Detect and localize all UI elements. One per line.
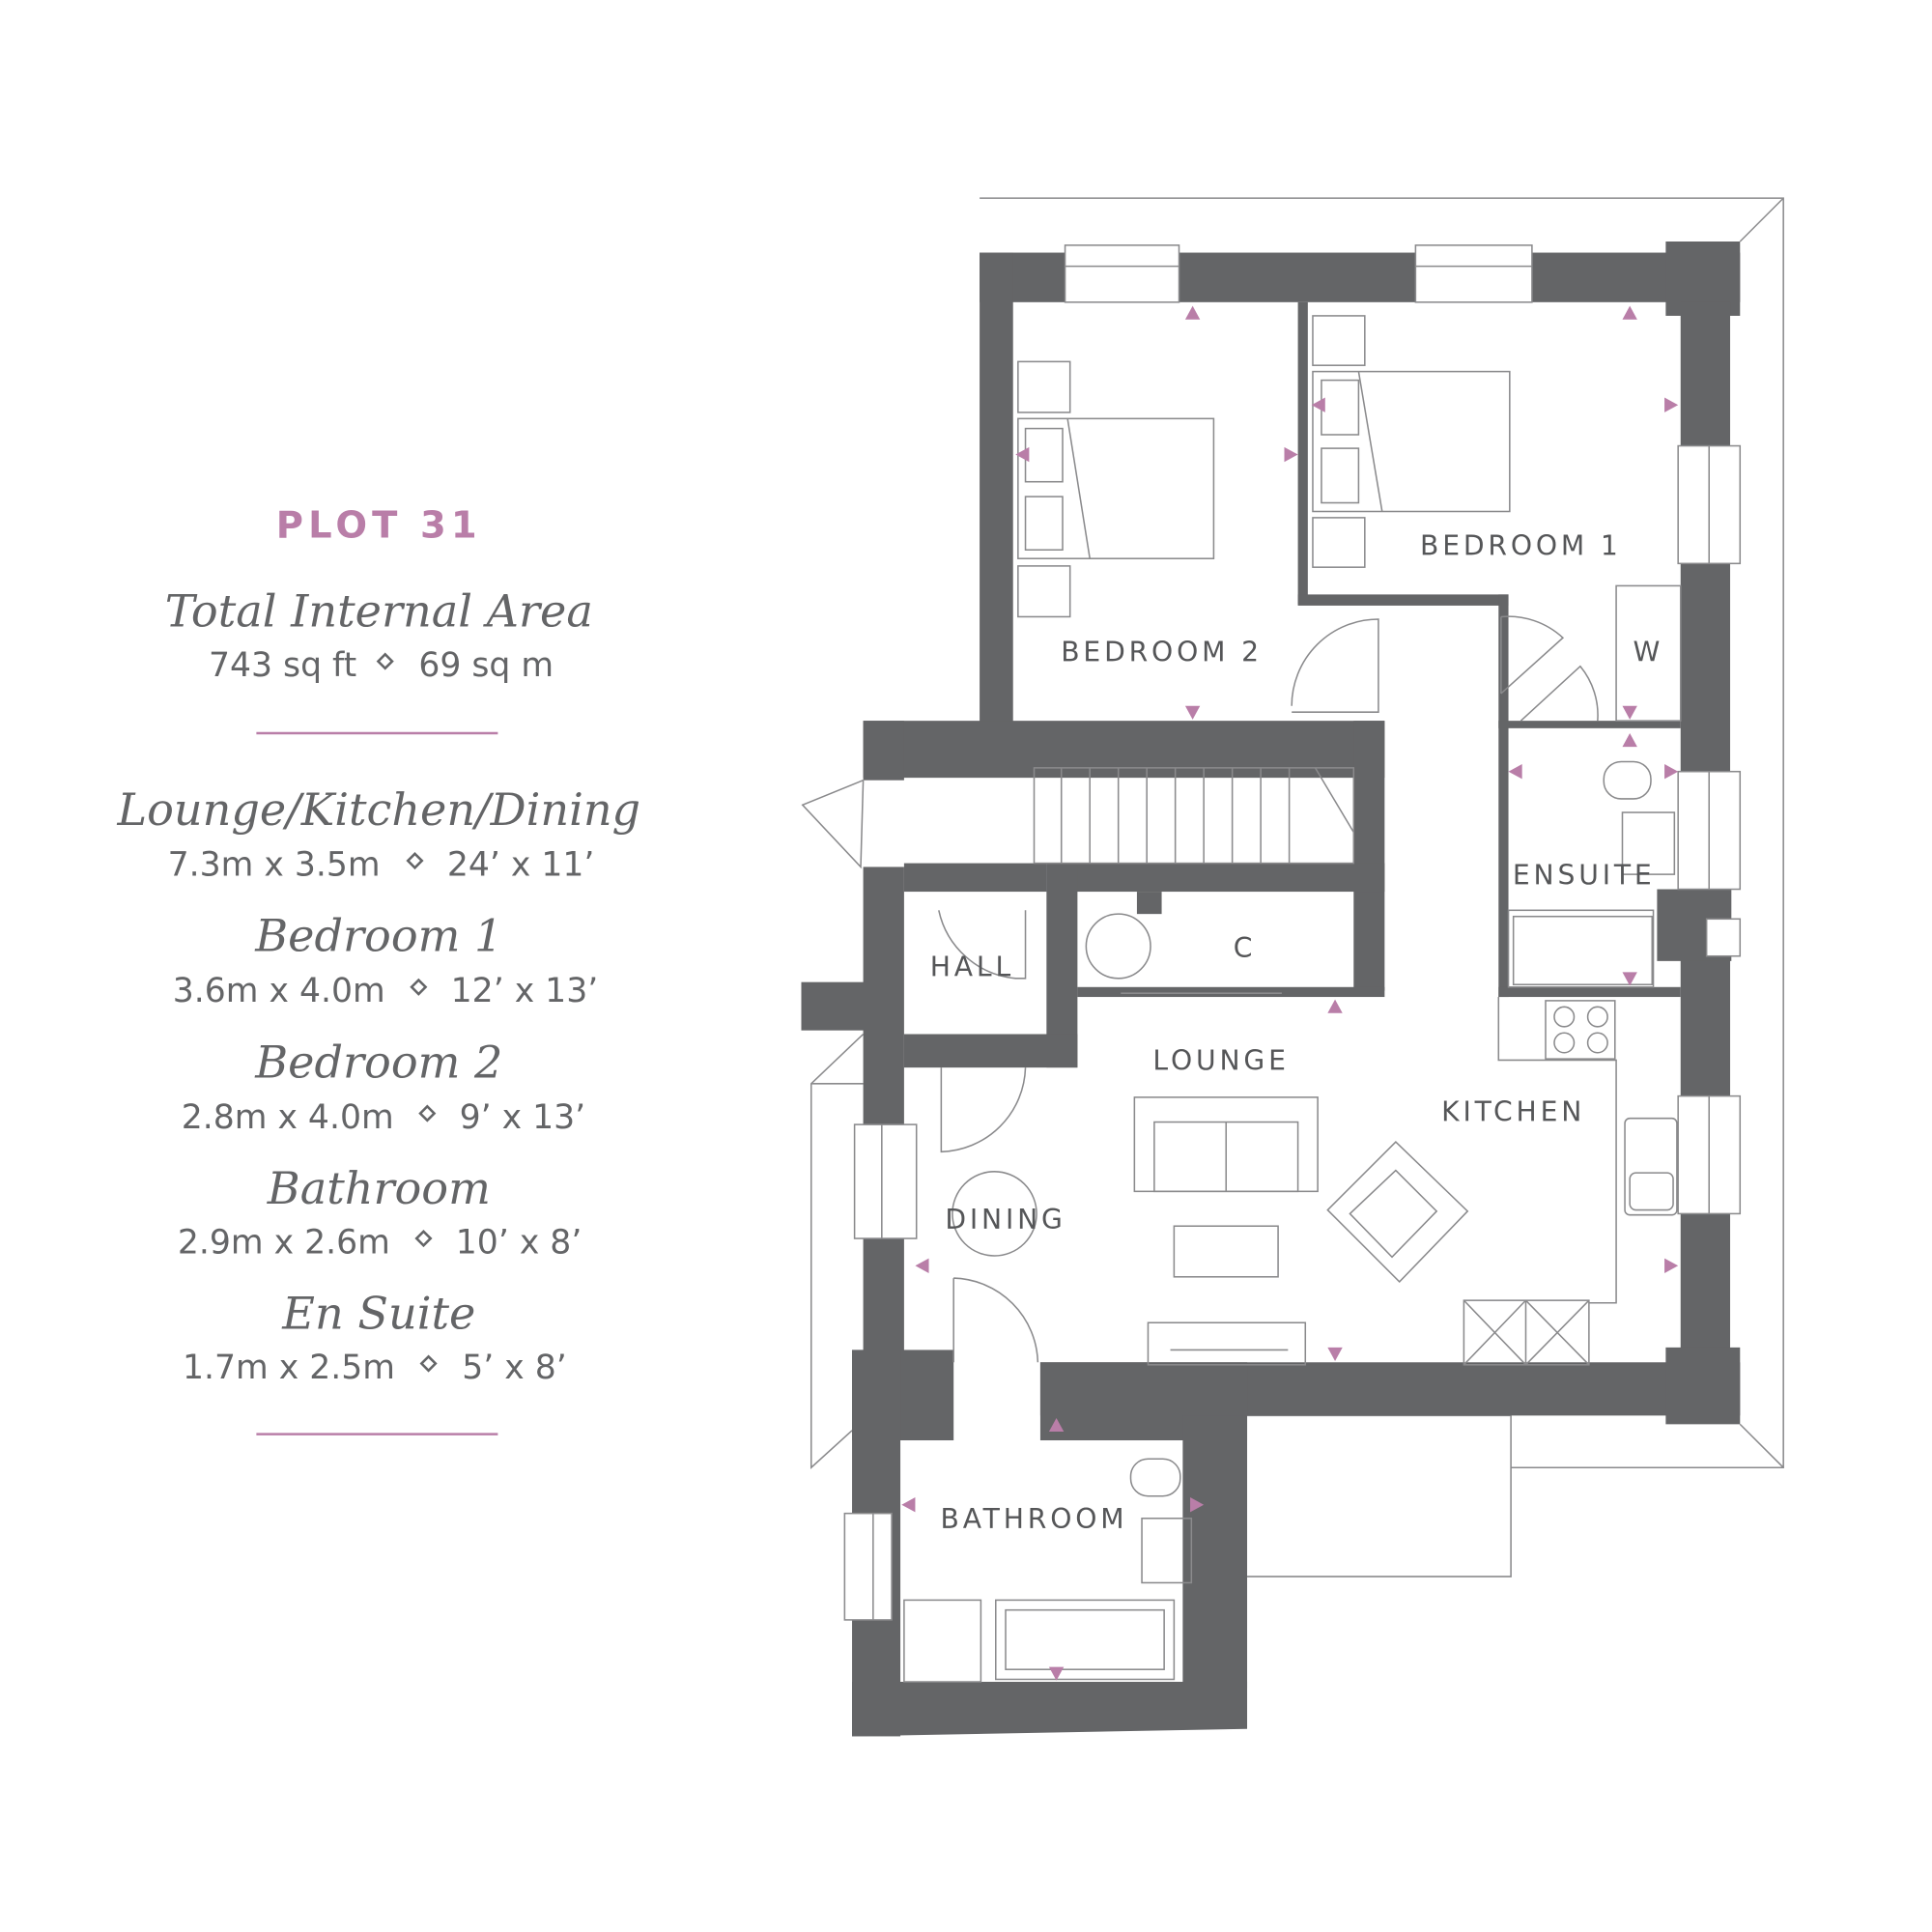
room-metric: 2.8m x 4.0m	[182, 1098, 394, 1137]
info-panel: PLOT 31 Total Internal Area 743 sq ft 69…	[116, 503, 640, 1435]
diamond-separator-icon	[410, 978, 428, 996]
room-metric: 2.9m x 2.6m	[178, 1223, 390, 1262]
diamond-separator-icon	[418, 1104, 437, 1122]
room-dimension-bedroom1: Bedroom 1 3.6m x 4.0m 12’ x 13’	[173, 910, 599, 1011]
window	[1705, 918, 1742, 957]
ensuite-fittings	[1507, 760, 1676, 988]
direction-markers	[901, 305, 1679, 1681]
armchair	[1326, 1140, 1469, 1284]
room-name: Bedroom 2	[254, 1036, 502, 1088]
label-dining: DINING	[945, 1204, 1065, 1236]
bed-bedroom2	[1017, 360, 1215, 618]
label-cupboard: C	[1234, 932, 1257, 964]
cupboard-c	[1085, 913, 1282, 994]
window	[853, 1123, 918, 1239]
floor-plan: BEDROOM 1 BEDROOM 2 W ENSUITE HALL C LOU…	[801, 197, 1784, 1737]
sofa	[1133, 1096, 1319, 1193]
room-name: En Suite	[281, 1288, 475, 1340]
label-wardrobe: W	[1634, 637, 1664, 668]
room-imperial: 12’ x 13’	[451, 972, 599, 1010]
kitchen-units	[1463, 997, 1678, 1366]
bed-bedroom1	[1312, 315, 1511, 568]
room-metric: 3.6m x 4.0m	[173, 972, 385, 1010]
room-imperial: 10’ x 8’	[456, 1223, 582, 1262]
room-dimension-lounge: Lounge/Kitchen/Dining 7.3m x 3.5m 24’ x …	[116, 783, 640, 885]
window	[1414, 244, 1533, 303]
tv-unit	[1147, 1321, 1307, 1366]
wardrobe	[1615, 584, 1682, 722]
room-name: Bedroom 1	[254, 910, 502, 962]
room-name: Bathroom	[267, 1162, 491, 1214]
room-dimension-bathroom: Bathroom 2.9m x 2.6m 10’ x 8’	[178, 1162, 582, 1262]
window	[843, 1512, 893, 1621]
room-name: Lounge/Kitchen/Dining	[116, 783, 640, 836]
total-area-metric: 69 sq m	[418, 646, 554, 685]
label-bathroom: BATHROOM	[941, 1503, 1128, 1535]
room-imperial: 9’ x 13’	[460, 1098, 586, 1137]
room-imperial: 24’ x 11’	[447, 845, 595, 884]
label-bedroom2: BEDROOM 2	[1061, 637, 1263, 668]
staircase	[1033, 767, 1355, 865]
room-metric: 7.3m x 3.5m	[168, 845, 381, 884]
label-hall: HALL	[930, 951, 1014, 982]
room-imperial: 5’ x 8’	[462, 1349, 567, 1387]
windows	[843, 244, 1742, 1621]
diamond-separator-icon	[406, 851, 424, 870]
label-ensuite: ENSUITE	[1513, 859, 1656, 891]
room-dimension-bedroom2: Bedroom 2 2.8m x 4.0m 9’ x 13’	[182, 1036, 585, 1137]
total-area-label: Total Internal Area	[165, 585, 593, 638]
window	[1064, 244, 1180, 303]
room-metric: 1.7m x 2.5m	[183, 1349, 395, 1387]
bathroom-fittings	[903, 1458, 1193, 1683]
coffee-table	[1173, 1225, 1279, 1278]
label-lounge: LOUNGE	[1152, 1045, 1289, 1077]
dining-table	[952, 1171, 1037, 1257]
diamond-separator-icon	[419, 1354, 438, 1373]
diamond-separator-icon	[376, 652, 394, 670]
plot-title: PLOT 31	[276, 503, 482, 547]
furniture	[903, 315, 1682, 1683]
doors	[801, 615, 1599, 1363]
label-bedroom1: BEDROOM 1	[1420, 529, 1622, 561]
room-labels: BEDROOM 1 BEDROOM 2 W ENSUITE HALL C LOU…	[930, 529, 1664, 1535]
total-area-imperial: 743 sq ft	[209, 646, 356, 685]
room-dimension-ensuite: En Suite 1.7m x 2.5m 5’ x 8’	[183, 1288, 567, 1387]
diamond-separator-icon	[414, 1229, 433, 1248]
label-kitchen: KITCHEN	[1441, 1095, 1585, 1127]
